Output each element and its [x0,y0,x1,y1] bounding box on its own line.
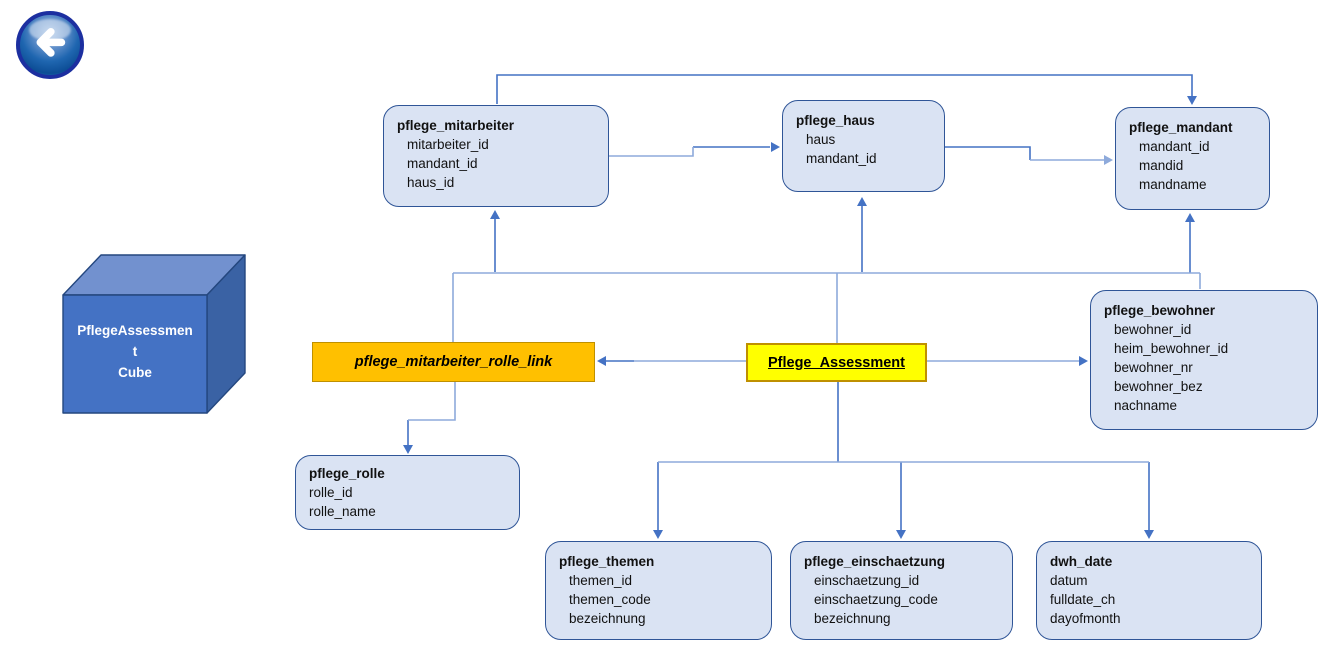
entity-field: einschaetzung_id [814,573,920,588]
entity-field: bewohner_nr [1114,360,1193,375]
entity-field: nachname [1114,398,1178,413]
entity-field: mitarbeiter_id [407,137,489,152]
entity-title: dwh_date [1050,554,1113,569]
back-button[interactable] [16,11,84,79]
cube-label-line: Cube [118,365,152,380]
link-table-label: pflege_mitarbeiter_rolle_link [354,354,553,370]
entity-field: bezeichnung [814,611,891,626]
entity-title: pflege_rolle [309,466,385,481]
entity-dwh-date[interactable]: dwh_date datum fulldate_ch dayofmonth [1036,541,1262,640]
entity-title: pflege_mitarbeiter [397,118,515,133]
entity-field: haus_id [407,175,455,190]
entity-pflege-haus[interactable]: pflege_haus haus mandant_id [782,100,945,192]
entity-field: haus [806,132,836,147]
entity-title: pflege_haus [796,113,875,128]
entity-title: pflege_mandant [1129,120,1233,135]
entity-field: mandid [1139,158,1184,173]
entity-title: pflege_themen [559,554,655,569]
fact-table-label: Pflege_Assessment [767,354,905,371]
entity-field: mandant_id [1139,139,1210,154]
entity-field: heim_bewohner_id [1114,341,1229,356]
entity-title: pflege_bewohner [1104,303,1216,318]
entity-field: rolle_id [309,485,353,500]
entity-field: rolle_name [309,504,376,519]
cube-label-line: t [132,344,138,359]
entity-pflege-mandant[interactable]: pflege_mandant mandant_id mandid mandnam… [1115,107,1270,210]
entity-pflege-bewohner[interactable]: pflege_bewohner bewohner_id heim_bewohne… [1090,290,1318,430]
entity-field: fulldate_ch [1050,592,1116,607]
entity-field: mandant_id [407,156,478,171]
entity-field: bewohner_bez [1114,379,1203,394]
entity-field: datum [1050,573,1088,588]
entity-pflege-einschaetzung[interactable]: pflege_einschaetzung einschaetzung_id ei… [790,541,1013,640]
entity-field: mandant_id [806,151,877,166]
entity-field: bezeichnung [569,611,646,626]
entity-field: dayofmonth [1050,611,1121,626]
entity-pflege-themen[interactable]: pflege_themen themen_id themen_code beze… [545,541,772,640]
entity-field: einschaetzung_code [814,592,938,607]
entity-field: mandname [1139,177,1207,192]
cube-label-line: PflegeAssessmen [77,323,193,338]
cube-label: PflegeAssessmen t Cube [63,320,207,383]
entity-field: themen_id [569,573,633,588]
link-table-pflege-mitarbeiter-rolle-link[interactable]: pflege_mitarbeiter_rolle_link [312,342,595,382]
entity-field: bewohner_id [1114,322,1192,337]
entity-pflege-rolle[interactable]: pflege_rolle rolle_id rolle_name [295,455,520,530]
entity-title: pflege_einschaetzung [804,554,946,569]
entity-pflege-mitarbeiter[interactable]: pflege_mitarbeiter mitarbeiter_id mandan… [383,105,609,207]
fact-table-pflege-assessment[interactable]: Pflege_Assessment [746,343,927,382]
entity-field: themen_code [569,592,651,607]
